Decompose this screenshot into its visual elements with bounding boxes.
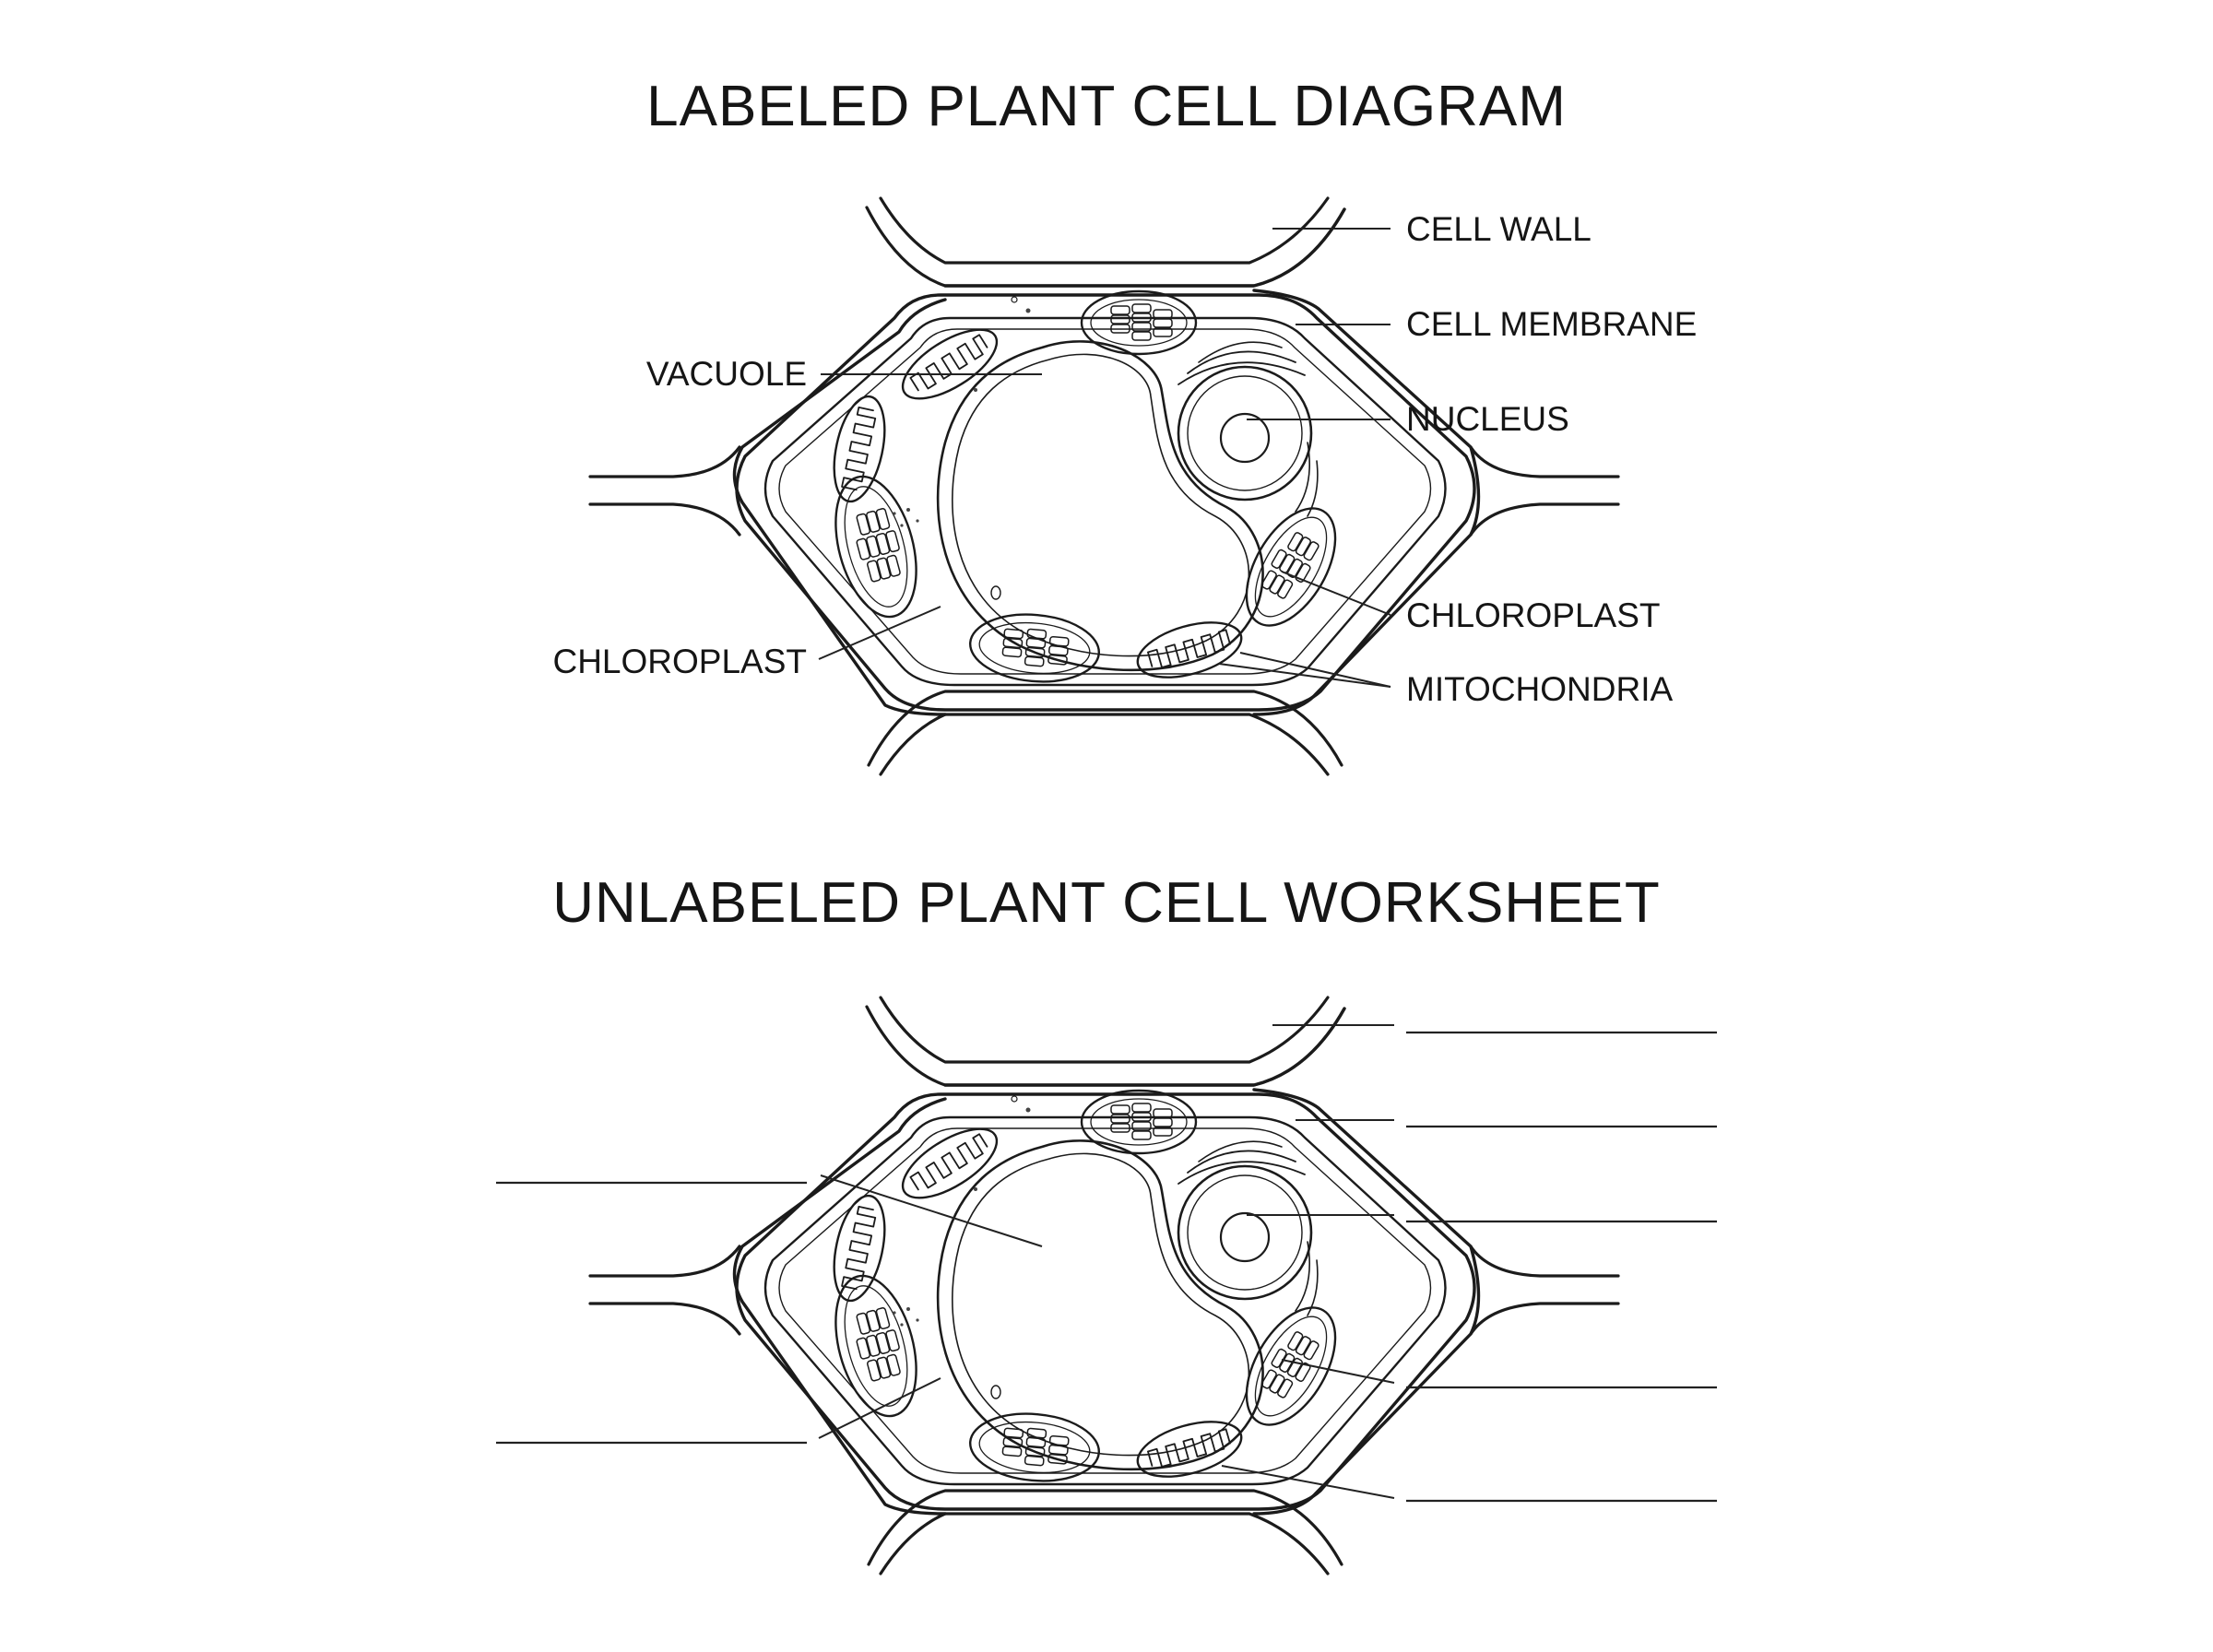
labeled-leader-lines bbox=[818, 228, 1391, 688]
label-chloroplast-left: CHLOROPLAST bbox=[552, 643, 807, 680]
label-mitochondria: MITOCHONDRIA bbox=[1406, 670, 1673, 708]
label-cell-membrane: CELL MEMBRANE bbox=[1406, 305, 1697, 343]
label-cell-wall: CELL WALL bbox=[1406, 210, 1592, 248]
label-nucleus: NUCLEUS bbox=[1406, 400, 1569, 438]
labeled-diagram-title: LABELED PLANT CELL DIAGRAM bbox=[646, 75, 1567, 138]
label-vacuole: VACUOLE bbox=[646, 355, 807, 393]
unlabeled-worksheet-title: UNLABELED PLANT CELL WORKSHEET bbox=[552, 871, 1660, 935]
unlabeled-plant-cell bbox=[588, 996, 1620, 1575]
worksheet-leader-lines bbox=[818, 1024, 1395, 1499]
label-chloroplast-right: CHLOROPLAST bbox=[1406, 596, 1661, 634]
